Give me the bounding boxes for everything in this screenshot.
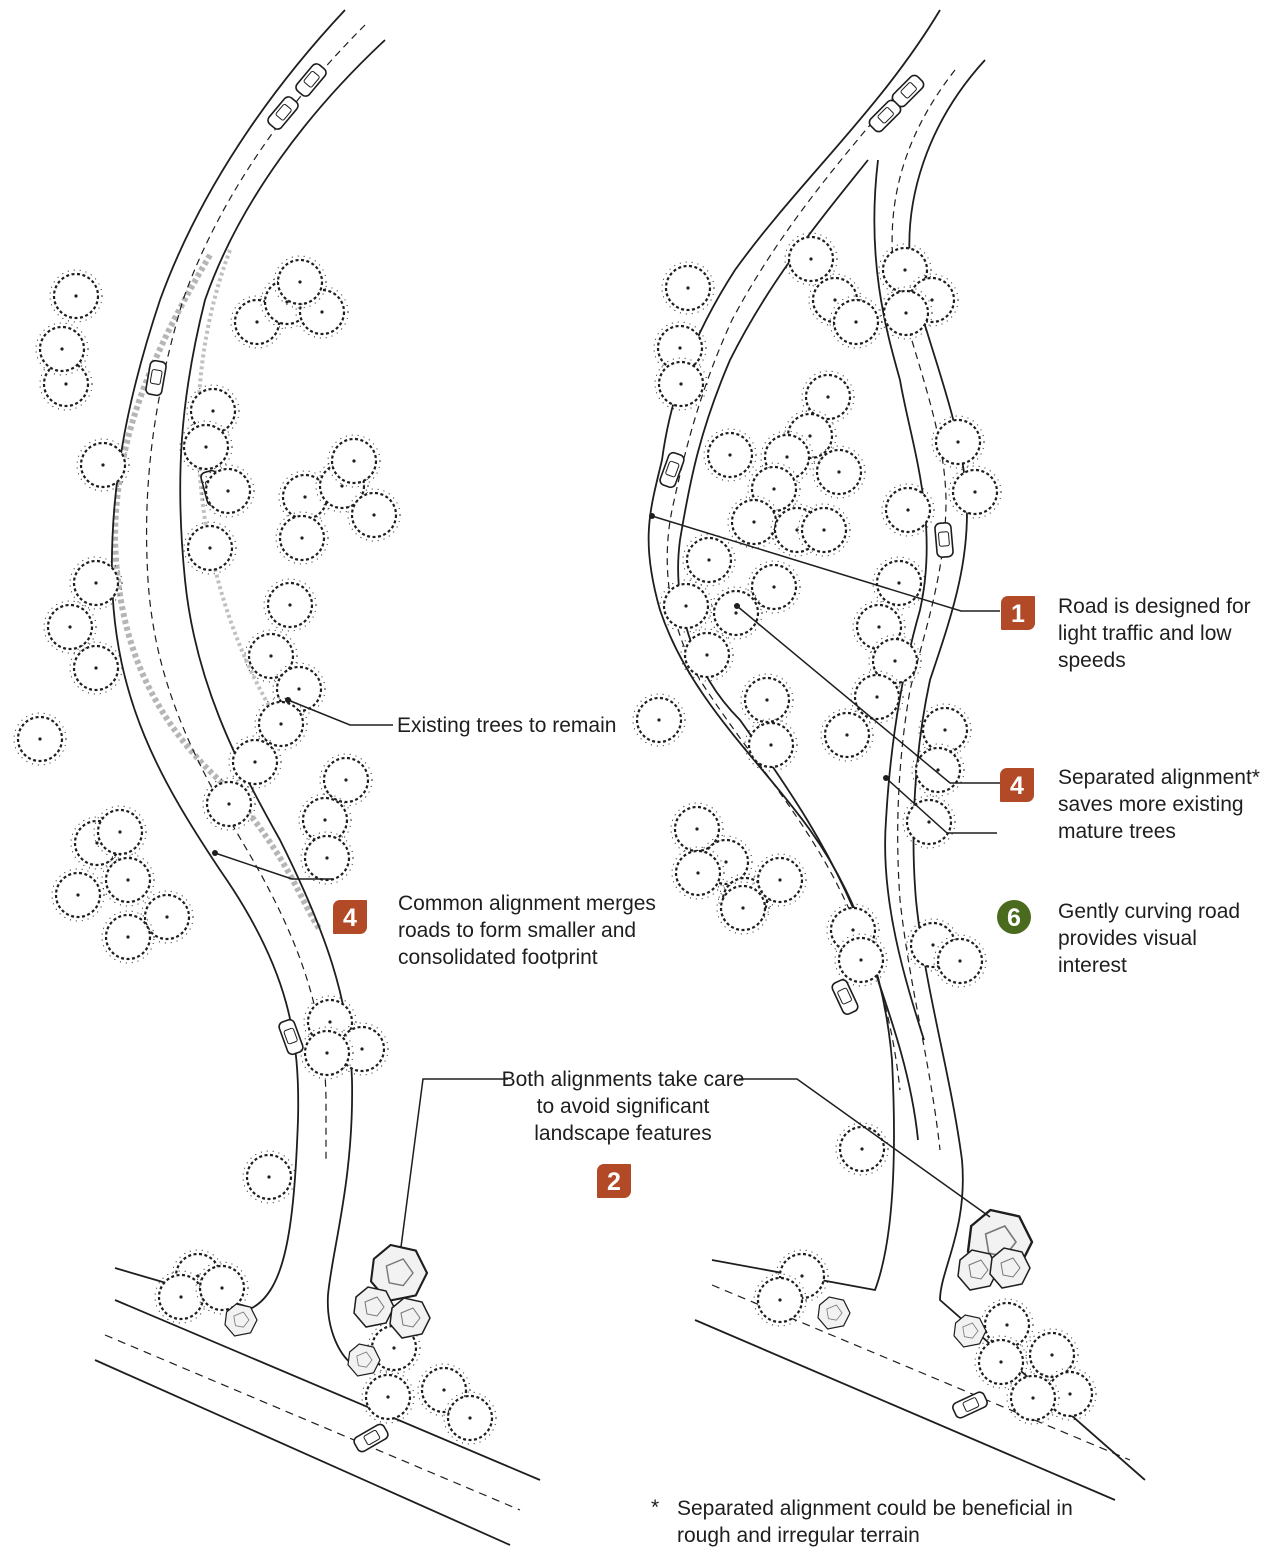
car-icon [829,977,861,1017]
footnote-text: Separated alignment could be beneficial … [677,1497,1073,1547]
footnote-marker: * [651,1496,660,1519]
boulder-icon [817,1296,851,1330]
tree-icon [743,717,799,773]
tree-icon [930,414,986,470]
car-icon [144,359,168,397]
tree-icon [1005,1370,1061,1426]
tree-icon [68,640,124,696]
tree-icon [783,231,839,287]
separated-alignment-plan [631,9,1146,1501]
tree-icon [241,1149,297,1205]
road-left-edge [110,9,346,1309]
badge-1: 1 [1001,596,1035,630]
tree-icon [274,510,330,566]
tree-icon [42,599,98,655]
tree-icon [917,702,973,758]
boulder-icon [953,1314,987,1348]
tree-icon [68,555,124,611]
common-alignment-plan [12,9,541,1546]
tree-icon [702,427,758,483]
tree-icon [326,433,382,489]
car-icon [933,521,955,559]
badge-2: 2 [597,1164,631,1198]
car-icon [265,94,301,132]
boulder-icon [389,1297,431,1339]
tree-icon [871,555,927,611]
label-existing-trees: Existing trees to remain [397,714,617,737]
badge-6: 6 [997,900,1031,934]
tree-icon [631,692,687,748]
tree-icon [12,711,68,767]
tree-icon [653,356,709,412]
car-icon [351,1421,391,1455]
tree-icon [92,804,148,860]
tree-icon [901,794,957,850]
road-centerline [145,24,366,1160]
label-separated-alignment: Separated alignment* saves more existing… [1058,766,1260,843]
car-icon [276,1017,306,1057]
tree-icon [947,464,1003,520]
badge-4-left: 4 [333,900,367,934]
label-road-designed: Road is designed for light traffic and l… [1058,595,1251,672]
car-icon [293,61,329,99]
tree-icon [658,578,714,634]
leader-both-alignments-right [739,1078,991,1218]
badge-4-right: 4 [1000,768,1034,802]
label-gently-curving: Gently curving road provides visual inte… [1058,900,1241,977]
tree-icon [681,532,737,588]
label-both-alignments: Both alignments take care to avoid signi… [501,1068,745,1145]
leader-both-alignments [400,1078,508,1248]
tree-icon [50,867,106,923]
tree-icon [834,1121,890,1177]
label-common-alignment: Common alignment merges roads to form sm… [398,892,656,969]
tree-icon [910,742,966,798]
tree-icon [299,830,355,886]
tree-icon [660,260,716,316]
tree-icon [182,520,238,576]
tree-icon [100,852,156,908]
tree-icon [739,672,795,728]
tree-icon [48,268,104,324]
tree-icon [262,577,318,633]
tree-icon [360,1369,416,1425]
car-icon [950,1389,990,1421]
